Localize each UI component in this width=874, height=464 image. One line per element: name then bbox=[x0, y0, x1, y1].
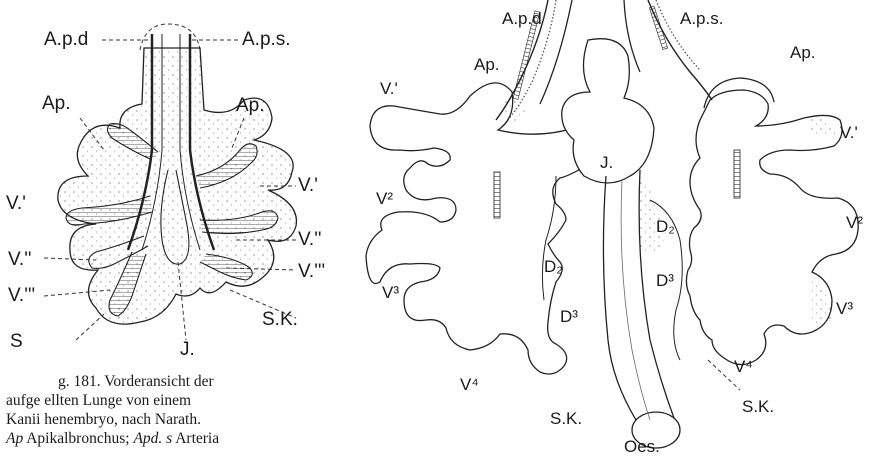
label-apd-left: A.p.d bbox=[44, 30, 88, 49]
label-v1-left-fig1: V.' bbox=[6, 194, 26, 213]
label-v1-left-fig2: V.' bbox=[380, 80, 398, 97]
label-ap-left-fig1: Ap. bbox=[42, 94, 71, 113]
label-d3-left: D³ bbox=[560, 308, 578, 325]
label-v3-right-fig1: V.''' bbox=[298, 262, 325, 281]
label-j-fig2: J. bbox=[600, 154, 613, 171]
label-aps-left: A.p.s. bbox=[242, 30, 291, 49]
shade-right-v1 bbox=[810, 118, 840, 137]
caption-line-2: aufge ellten Lunge von einem bbox=[6, 391, 191, 411]
label-apd-right-fig: A.p.d bbox=[502, 10, 542, 27]
right-lung-drawing bbox=[366, 0, 858, 448]
oesophagus-left-wall bbox=[603, 176, 636, 420]
caption-text-apikal: Apikalbronchus; bbox=[23, 430, 133, 447]
caption-abbr-apds: Apd. s bbox=[133, 430, 172, 447]
label-d2-left: D₂ bbox=[544, 258, 563, 275]
label-s-fig1: S bbox=[10, 332, 23, 351]
label-v2-left-fig1: V.'' bbox=[8, 250, 31, 269]
label-v3-left-fig2: V³ bbox=[382, 284, 399, 301]
label-v3-right-fig2: V³ bbox=[836, 300, 853, 317]
label-v1-right-fig1: V.' bbox=[298, 176, 318, 195]
label-ap-right-fig1: Ap. bbox=[236, 96, 265, 115]
label-v3-left-fig1: V.''' bbox=[8, 286, 35, 305]
caption-text-arteria: Arteria bbox=[172, 430, 219, 447]
caption-line-1: g. 181. Vorderansicht der bbox=[58, 372, 214, 392]
right-fig-left-lobe bbox=[366, 83, 597, 374]
label-v4-left-fig2: V⁴ bbox=[460, 376, 479, 393]
label-ap-right-fig2: Ap. bbox=[790, 44, 816, 61]
label-d2-right: D₂ bbox=[656, 218, 675, 235]
label-sk-right-fig2: S.K. bbox=[742, 398, 774, 415]
label-ap-left-fig2: Ap. bbox=[474, 56, 500, 73]
leader-s-left bbox=[76, 314, 104, 340]
label-oes: Oes. bbox=[624, 438, 660, 455]
left-lung-drawing bbox=[44, 24, 296, 340]
label-aps-right-fig: A.p.s. bbox=[680, 10, 723, 27]
label-v4-right-fig2: V⁴ bbox=[734, 358, 753, 375]
caption-line-4: Ap Apikalbronchus; Apd. s Arteria bbox=[6, 429, 219, 449]
label-v2-right-fig2: V² bbox=[846, 214, 863, 231]
band-v2-left bbox=[494, 172, 500, 218]
band-v1-right bbox=[734, 150, 740, 198]
label-sk-left-fig2: S.K. bbox=[550, 410, 582, 427]
caption-line-3: Kanii henembryo, nach Narath. bbox=[6, 410, 201, 430]
right-fig-ap-bulb bbox=[704, 78, 774, 108]
shade-left-artery bbox=[500, 98, 530, 123]
band-artery-right bbox=[649, 6, 667, 49]
label-v1-right-fig2: V.' bbox=[840, 124, 858, 141]
label-sk-fig1: S.K. bbox=[262, 310, 298, 329]
label-v2-right-fig1: V.'' bbox=[298, 230, 321, 249]
label-v2-left-fig2: V² bbox=[376, 190, 393, 207]
label-d3-right: D³ bbox=[656, 272, 674, 289]
label-j-fig1: J. bbox=[180, 340, 195, 359]
caption-abbr-ap: Ap bbox=[6, 430, 23, 447]
